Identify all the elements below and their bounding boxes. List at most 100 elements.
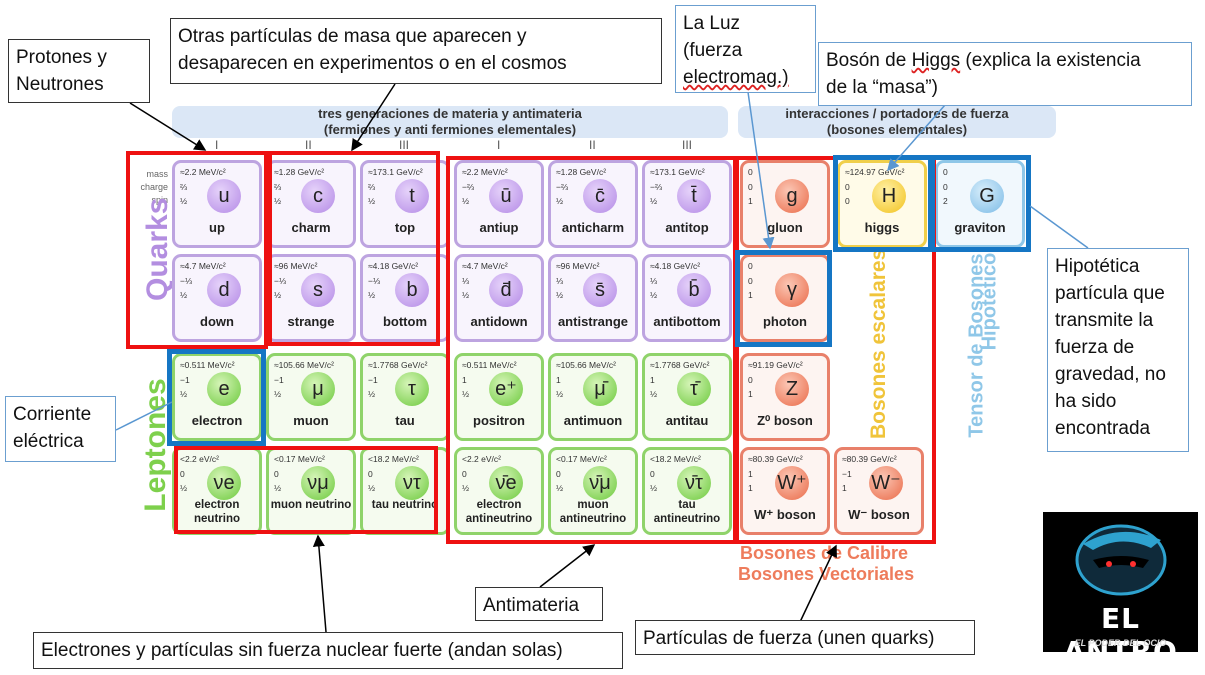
- spin-value: ½: [368, 483, 376, 493]
- highlight-otras-box: [268, 151, 440, 346]
- particle-symbol: ν̄e: [489, 466, 523, 500]
- charge-value: 0: [748, 375, 753, 385]
- charge-value: −1: [842, 469, 852, 479]
- particle-symbol: t̄: [677, 179, 711, 213]
- spin-value: ½: [274, 196, 282, 206]
- generation-label: III: [399, 138, 410, 152]
- callout-corriente-line1: Corriente: [13, 404, 92, 425]
- callout-higgs-line1: Bosón de Higgs (explica la existencia: [826, 47, 1184, 74]
- callout-higgs-line1-a: Bosón de: [826, 50, 912, 71]
- particle-symbol: c̄: [583, 179, 617, 213]
- highlight-electron-box: [167, 349, 266, 446]
- particle-name: photon: [762, 314, 808, 329]
- mass-value: ≈80.39 GeV/c²: [748, 454, 803, 464]
- generation-label: I: [215, 138, 219, 152]
- charge-value: ⅓: [556, 276, 564, 286]
- charge-value: 0: [368, 469, 373, 479]
- particle-symbol: ū: [489, 179, 523, 213]
- callout-antimateria: Antimateria: [475, 587, 603, 621]
- mass-value: 0: [748, 167, 753, 177]
- generation-label: III: [682, 138, 693, 152]
- particle-symbol: d̄: [489, 273, 523, 307]
- mass-value: ≈1.7768 GeV/c²: [650, 360, 710, 370]
- mass-value: <0.17 MeV/c²: [556, 454, 607, 464]
- mass-value: ≈105.66 MeV/c²: [274, 360, 334, 370]
- charge-value: −⅔: [462, 182, 475, 192]
- charge-value: 1: [748, 469, 753, 479]
- particle-symbol: ν̄τ: [677, 466, 711, 500]
- matter-band-line2: (fermiones y anti fermiones elementales): [323, 122, 577, 137]
- particle-name: antibottom: [653, 314, 721, 329]
- particle-symbol: e: [207, 372, 241, 406]
- callout-higgs-line1-c: (explica la existencia: [960, 50, 1141, 71]
- charge-value: 0: [180, 469, 185, 479]
- particle-name: positron: [473, 413, 525, 428]
- particle-name: antimuon: [563, 413, 623, 428]
- particle-name: higgs: [864, 220, 900, 235]
- spin-value: ½: [650, 290, 658, 300]
- spin-value: ½: [180, 389, 188, 399]
- particle-name: anticharm: [561, 220, 625, 235]
- charge-value: 0: [845, 182, 850, 192]
- highlight-leptones-box: [174, 446, 438, 534]
- mass-value: <2.2 eV/c²: [180, 454, 219, 464]
- spin-value: ½: [650, 389, 658, 399]
- callout-otras-line2: desaparecen en experimentos o en el cosm…: [178, 53, 567, 74]
- particle-symbol: b̄: [677, 273, 711, 307]
- charge-value: ⅔: [274, 182, 282, 192]
- particle-name: electron neutrino: [194, 499, 240, 525]
- charge-value: 0: [748, 182, 753, 192]
- spin-value: ½: [650, 483, 658, 493]
- row-labels: mass charge spin: [140, 168, 168, 207]
- force-band-line2: (bosones elementales): [826, 122, 968, 137]
- mass-value: ≈4.18 GeV/c²: [368, 261, 419, 271]
- spin-value: ½: [180, 483, 188, 493]
- callout-corriente: Corriente eléctrica: [5, 396, 116, 462]
- callout-hipotetica-line: encontrada: [1055, 418, 1151, 439]
- particle-name: strange: [287, 314, 335, 329]
- charge-value: 1: [462, 375, 467, 385]
- charge-value: −1: [274, 375, 284, 385]
- particle-name: antiup: [479, 220, 519, 235]
- spin-value: ½: [556, 290, 564, 300]
- charge-value: −⅔: [650, 182, 663, 192]
- spin-value: ½: [462, 290, 470, 300]
- mass-value: <18.2 MeV/c²: [650, 454, 701, 464]
- spin-value: ½: [180, 196, 188, 206]
- mass-value: <0.17 MeV/c²: [274, 454, 325, 464]
- logo-title: EL ANTRO: [1063, 602, 1178, 668]
- spin-value: 2: [943, 196, 948, 206]
- callout-higgs-line1-b: Higgs: [911, 50, 961, 71]
- charge-value: ⅓: [650, 276, 658, 286]
- mass-value: <2.2 eV/c²: [462, 454, 501, 464]
- callout-luz-line1: La Luz: [683, 13, 741, 34]
- row-label-spin: spin: [151, 195, 168, 205]
- particle-symbol: G: [970, 179, 1004, 213]
- mass-value: ≈1.28 GeV/c²: [274, 167, 325, 177]
- particle-symbol: νμ: [301, 466, 335, 500]
- mass-value: ≈91.19 GeV/c²: [748, 360, 803, 370]
- particle-name: tau: [395, 413, 415, 428]
- charge-value: −⅓: [274, 276, 287, 286]
- particle-name: down: [200, 314, 234, 329]
- matter-band-line1: tres generaciones de materia y antimater…: [318, 106, 582, 121]
- particle-name: tau antineutrino: [653, 499, 721, 525]
- arrow-protones: [129, 102, 207, 151]
- callout-fuerza: Partículas de fuerza (unen quarks): [635, 620, 975, 655]
- callout-hipotetica-line: ha sido: [1055, 391, 1117, 412]
- particle-symbol: c: [301, 179, 335, 213]
- spin-value: ½: [462, 483, 470, 493]
